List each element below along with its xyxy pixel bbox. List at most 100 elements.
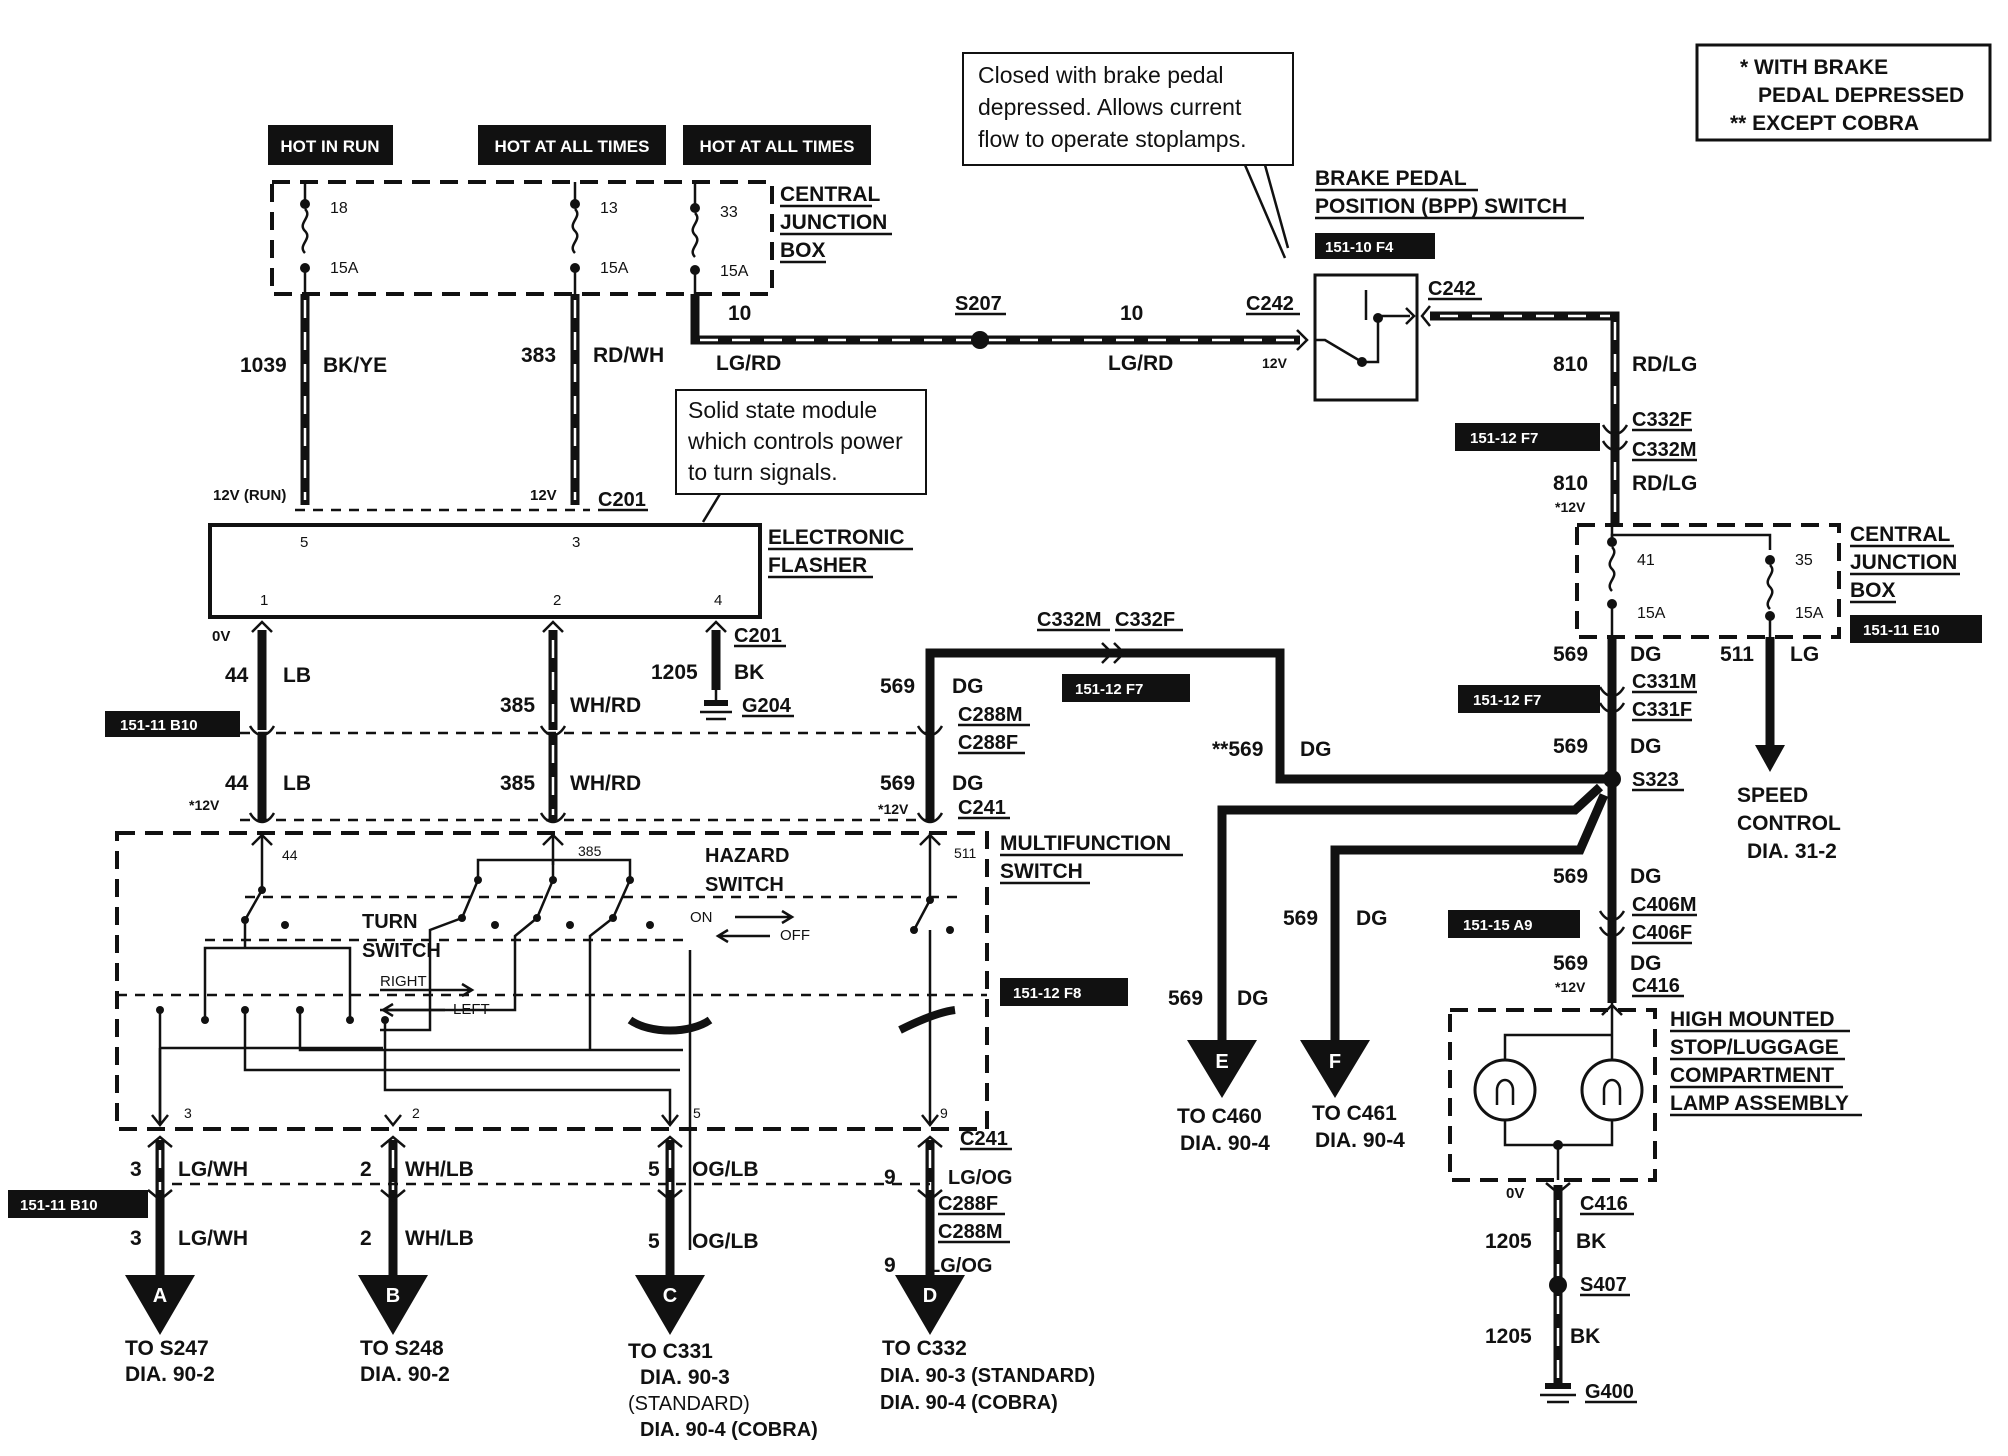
dest-c-line-2: DIA. 90-3 [640, 1366, 730, 1389]
wire-10a-num: 10 [728, 302, 751, 325]
wire-569a-num: 569 [880, 675, 915, 698]
wire-5b-num: 5 [648, 1230, 660, 1253]
wire-2b-color: WH/LB [405, 1227, 474, 1250]
v0-hmsl: 0V [1506, 1185, 1524, 1202]
wire-3b-color: LG/WH [178, 1227, 248, 1250]
wire-569d-num: 569 [1553, 643, 1588, 666]
dest-d-line-2: DIA. 90-3 (STANDARD) [880, 1365, 1095, 1387]
ref-f8: 151-12 F8 [1013, 985, 1081, 1002]
high-mounted-stop-lamp: HIGH MOUNTED STOP/LUGGAGE COMPARTMENT LA… [1448, 1003, 1862, 1182]
wire-1205b-num: 1205 [1485, 1230, 1532, 1253]
wire-511-num: 511 [1720, 643, 1754, 666]
dest-f-line-2: DIA. 90-4 [1315, 1129, 1405, 1152]
connector-c288f: C288F [958, 732, 1018, 754]
dest-b-line-2: DIA. 90-2 [360, 1363, 450, 1386]
tag-hot-at-all-times-2: HOT AT ALL TIMES [700, 137, 855, 156]
destination-c: C TO C331 DIA. 90-3 (STANDARD) DIA. 90-4… [628, 1275, 818, 1441]
mfs-pin-44: 44 [282, 847, 298, 863]
flasher-note-line-3: to turn signals. [688, 459, 838, 485]
wire-10b-color: LG/RD [1108, 352, 1173, 375]
v12-44: *12V [189, 797, 220, 813]
v12-bpp: 12V [1262, 355, 1288, 371]
fuse-13-label: 13 [600, 200, 618, 217]
ground-g204: G204 [742, 695, 792, 717]
wire-569c-color: DG [1300, 738, 1332, 761]
wire-9b-color: LG/OG [928, 1255, 992, 1277]
wire-44b-num: 44 [225, 772, 249, 795]
mfs-pin-511: 511 [954, 845, 977, 861]
dest-c-letter: C [663, 1285, 677, 1307]
wire-5a-num: 5 [648, 1158, 660, 1181]
destination-d: D TO C332 DIA. 90-3 (STANDARD) DIA. 90-4… [880, 1275, 1095, 1414]
wire-511-color: LG [1790, 643, 1819, 666]
dest-b-letter: B [386, 1285, 400, 1307]
wire-810b-num: 810 [1553, 472, 1588, 495]
wire-569e-num: 569 [1553, 735, 1588, 758]
wire-569i-color: DG [1356, 907, 1388, 930]
bpp-label-1: BRAKE PEDAL [1315, 167, 1467, 190]
connector-c288m: C288M [958, 704, 1022, 726]
dest-a-line-1: TO S247 [125, 1337, 209, 1360]
bpp-label-2: POSITION (BPP) SWITCH [1315, 195, 1567, 218]
connector-c416-top: C416 [1632, 975, 1680, 997]
destination-e: E TO C460 DIA. 90-4 [1177, 1040, 1270, 1155]
turn-left: LEFT [453, 1001, 490, 1018]
flasher-label-1: ELECTRONIC [768, 526, 905, 549]
power-tags: HOT IN RUN HOT AT ALL TIMES HOT AT ALL T… [268, 125, 871, 165]
flasher-label-2: FLASHER [768, 554, 867, 577]
fuse-41-rating: 15A [1637, 605, 1666, 622]
flasher-note: Solid state module which controls power … [675, 389, 927, 523]
wire-569g-num: 569 [1553, 952, 1588, 975]
electronic-flasher: 5 3 1 2 4 ELECTRONIC FLASHER [208, 523, 913, 619]
wire-44a-color: LB [283, 664, 311, 687]
wire-1205a-num: 1205 [651, 661, 698, 684]
hmsl-label-2: STOP/LUGGAGE [1670, 1036, 1839, 1059]
connector-c288f-bottom: C288F [938, 1193, 998, 1215]
mfs-pin-9: 9 [940, 1105, 948, 1121]
flasher-note-line-2: which controls power [687, 428, 903, 454]
splice-s323-label: S323 [1632, 769, 1679, 791]
dest-c-line-1: TO C331 [628, 1340, 713, 1363]
dest-a-letter: A [153, 1285, 167, 1307]
destination-b: B TO S248 DIA. 90-2 [358, 1275, 450, 1386]
wire-569c-num: **569 [1212, 738, 1263, 761]
connector-c331m: C331M [1632, 671, 1696, 693]
connector-c332f: C332F [1632, 409, 1692, 431]
wire-10b-num: 10 [1120, 302, 1143, 325]
splice-s407 [1549, 1276, 1567, 1294]
turn-label-2: SWITCH [362, 940, 441, 962]
wire-810a-num: 810 [1553, 353, 1588, 376]
wire-9b-num: 9 [884, 1254, 896, 1277]
lamp-bulb-icon [1580, 1058, 1644, 1122]
legend-line-3: ** EXCEPT COBRA [1730, 112, 1919, 135]
wire-44a-num: 44 [225, 664, 249, 687]
wire-383-color: RD/WH [593, 344, 664, 367]
flasher-pin-1: 1 [260, 592, 268, 609]
wire-1039-num: 1039 [240, 354, 287, 377]
hmsl-label-1: HIGH MOUNTED [1670, 1008, 1835, 1031]
v12-run: 12V (RUN) [213, 487, 286, 504]
wire-569-trunk: 569 DG 151-12 F7 C331M C331F 569 DG S323… [1448, 637, 1697, 1003]
fuse-13-rating: 15A [600, 260, 629, 277]
wire-569d-color: DG [1630, 643, 1662, 666]
ref-c331: 151-12 F7 [1473, 692, 1541, 709]
flasher-pin-4: 4 [714, 592, 722, 609]
dest-e-letter: E [1215, 1051, 1228, 1073]
dest-f-letter: F [1329, 1051, 1341, 1073]
wire-9a-num: 9 [884, 1166, 896, 1189]
connector-c201-bottom: C201 [734, 625, 782, 647]
mfs-pin-2: 2 [412, 1105, 420, 1121]
wire-569-c332: C332M C332F 151-12 F7 **569 DG [925, 609, 1612, 785]
wire-810b-color: RD/LG [1632, 472, 1697, 495]
wire-810a-color: RD/LG [1632, 353, 1697, 376]
connector-c406f: C406F [1632, 922, 1692, 944]
wire-569g-color: DG [1630, 952, 1662, 975]
wire-1205b-color: BK [1576, 1230, 1606, 1253]
mfs-pin-3: 3 [184, 1105, 192, 1121]
cjb1-label-2: JUNCTION [780, 211, 887, 234]
fuse-33: 33 15A [690, 182, 749, 294]
central-junction-box-1: 18 15A 13 15A 33 15A CENTRAL JUNCTION BO… [270, 180, 892, 296]
wire-10: S207 10 LG/RD 10 LG/RD C242 12V [690, 293, 1309, 375]
wire-2a-color: WH/LB [405, 1158, 474, 1181]
fuse-18: 18 15A [300, 182, 359, 294]
